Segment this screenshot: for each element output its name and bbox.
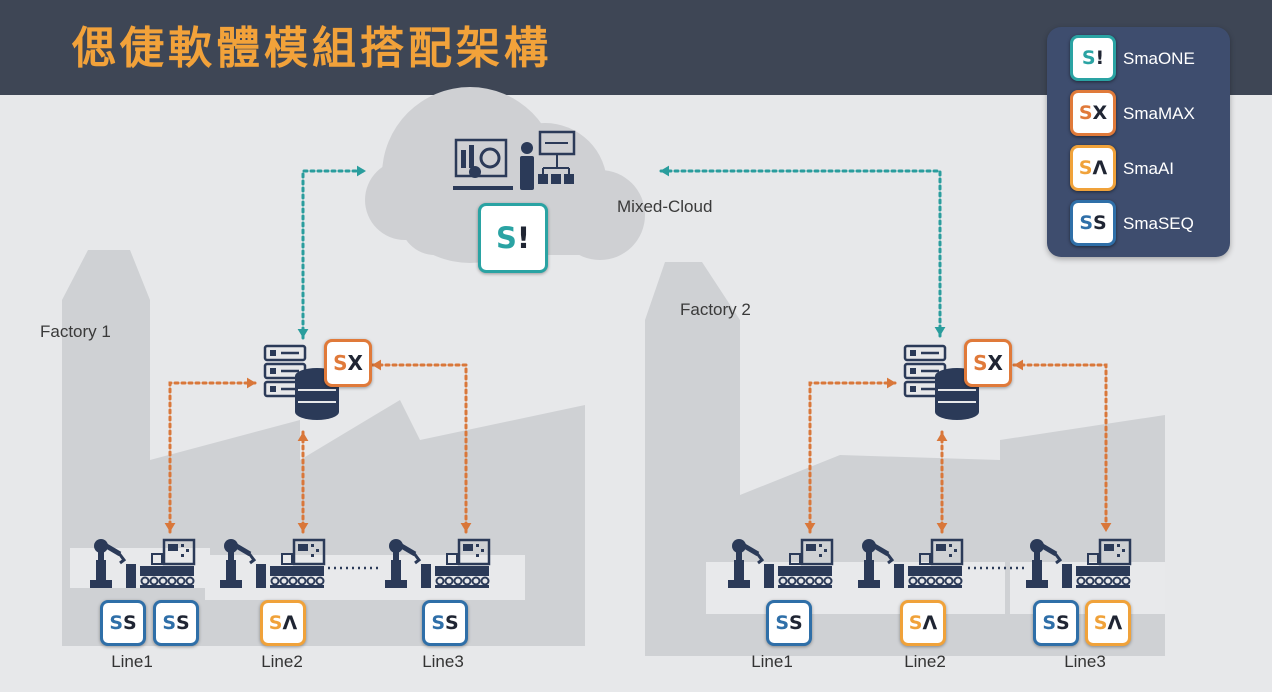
production-machine-icon-4 xyxy=(728,538,834,588)
link-f1-line2 xyxy=(297,430,309,534)
legend-label: SmaSEQ xyxy=(1123,214,1194,233)
legend-item-smaai: SmaAI xyxy=(1047,145,1230,195)
production-machine-icon-5 xyxy=(858,538,964,588)
cloud-label: Mixed-Cloud xyxy=(617,197,713,216)
page-title: 偲倢軟體模組搭配架構 xyxy=(72,23,552,74)
production-machine-icon-1 xyxy=(90,538,196,588)
link-cloud-factory-1 xyxy=(297,165,368,340)
link-f2-line1 xyxy=(804,377,898,534)
production-machine-icon-6 xyxy=(1026,538,1132,588)
legend-item-smaseq: SmaSEQ xyxy=(1047,200,1230,250)
link-f2-line2 xyxy=(936,430,948,534)
presenter-icon xyxy=(520,130,576,190)
dashboard-icon xyxy=(453,138,513,190)
legend-label: SmaMAX xyxy=(1123,104,1195,123)
legend-label: SmaONE xyxy=(1123,49,1195,68)
cloud-smaone-badge: S! xyxy=(478,203,548,273)
factory-2-line-label-1: Line1 xyxy=(751,652,793,671)
link-f1-line3 xyxy=(370,359,472,534)
link-f1-line1 xyxy=(164,377,258,534)
legend-label: SmaAI xyxy=(1123,159,1175,178)
smaone-icon: S! xyxy=(1081,47,1105,69)
legend-badge-smaone: S! xyxy=(1070,35,1116,81)
link-cloud-factory-2 xyxy=(658,165,946,338)
production-machine-icon-2 xyxy=(220,538,326,588)
production-machine-icon-3 xyxy=(385,538,491,588)
factory-2-line-label-2: Line2 xyxy=(904,652,946,671)
factory-2-line-label-3: Line3 xyxy=(1064,652,1106,671)
legend-item-smaone: SmaONE xyxy=(1047,35,1230,85)
factory-1-line-label-3: Line3 xyxy=(422,652,464,671)
link-f2-line3 xyxy=(1012,359,1112,534)
factory-label-1: Factory 1 xyxy=(40,322,111,341)
smaone-icon: S! xyxy=(495,221,531,255)
factory-1-line-label-2: Line2 xyxy=(261,652,303,671)
factory-label-2: Factory 2 xyxy=(680,300,751,319)
factory-1-line-label-1: Line1 xyxy=(111,652,153,671)
legend-item-smamax: SmaMAX xyxy=(1047,90,1230,140)
